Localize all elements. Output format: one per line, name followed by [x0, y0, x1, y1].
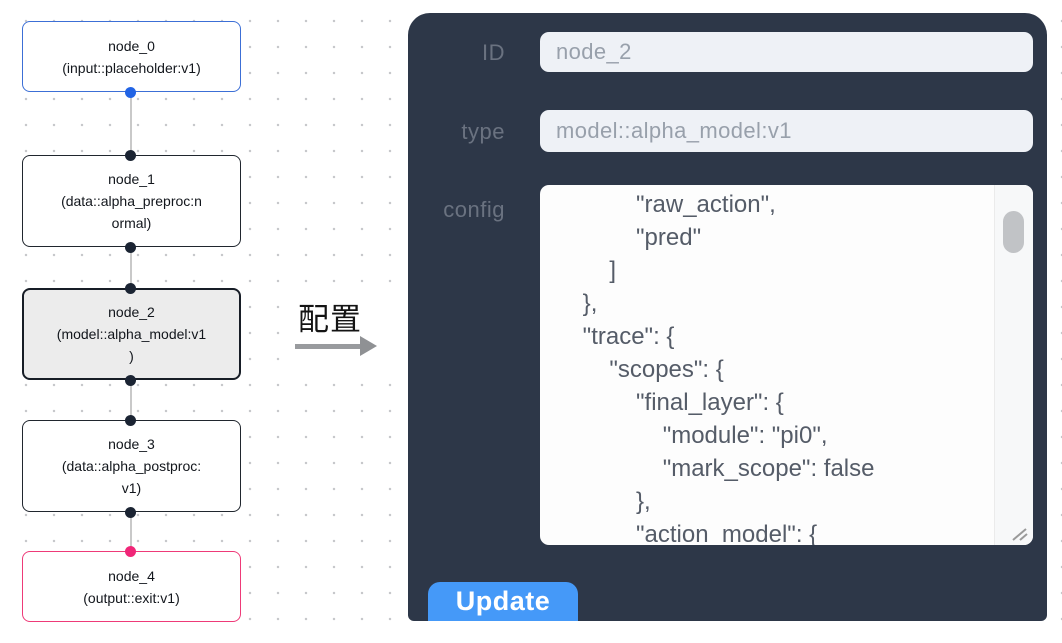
- config-editor[interactable]: "raw_action", "pred" ] }, "trace": { "sc…: [540, 185, 1033, 545]
- config-field-label: config: [443, 197, 505, 222]
- config-scrollbar-track[interactable]: [994, 185, 1033, 545]
- type-input[interactable]: [540, 110, 1033, 152]
- config-scrollbar-thumb[interactable]: [1003, 211, 1024, 253]
- port-node1-output[interactable]: [125, 242, 136, 253]
- edge-node0-node1: [130, 92, 132, 155]
- node-label: node_3 (data::alpha_postproc: v1): [61, 436, 202, 496]
- graph-node-node_4[interactable]: node_4 (output::exit:v1): [22, 551, 241, 622]
- port-node4-input[interactable]: [125, 546, 136, 557]
- graph-node-node_0[interactable]: node_0 (input::placeholder:v1): [22, 21, 241, 92]
- graph-node-node_1[interactable]: node_1 (data::alpha_preproc:n ormal): [22, 155, 241, 247]
- type-field-label: type: [461, 119, 505, 144]
- node-label: node_1 (data::alpha_preproc:n ormal): [61, 171, 202, 231]
- node-label: node_4 (output::exit:v1): [83, 567, 180, 606]
- textarea-resize-handle-icon[interactable]: [1007, 524, 1029, 542]
- node-label: node_0 (input::placeholder:v1): [62, 37, 201, 76]
- port-node3-output[interactable]: [125, 507, 136, 518]
- node-label: node_2 (model::alpha_model:v1 ): [56, 304, 207, 364]
- id-field-label: ID: [482, 40, 505, 65]
- edge-node3-node4: [130, 512, 132, 551]
- port-node1-input[interactable]: [125, 150, 136, 161]
- configure-annotation-label: 配置: [298, 302, 362, 337]
- port-node0-output[interactable]: [125, 87, 136, 98]
- graph-node-node_3[interactable]: node_3 (data::alpha_postproc: v1): [22, 420, 241, 512]
- port-node3-input[interactable]: [125, 415, 136, 426]
- right-arrow-icon: [360, 336, 377, 356]
- id-input[interactable]: [540, 32, 1033, 72]
- edge-node2-node3: [130, 380, 132, 420]
- config-json-text[interactable]: "raw_action", "pred" ] }, "trace": { "sc…: [582, 191, 875, 545]
- port-node2-output[interactable]: [125, 375, 136, 386]
- edge-node1-node2: [130, 247, 132, 288]
- graph-node-node_2-selected[interactable]: node_2 (model::alpha_model:v1 ): [22, 288, 241, 380]
- update-button[interactable]: Update: [428, 582, 578, 621]
- configure-annotation: 配置: [288, 292, 398, 370]
- port-node2-input[interactable]: [125, 283, 136, 294]
- right-arrow-shaft: [295, 344, 361, 349]
- node-config-panel: ID type config "raw_action", "pred" ] },…: [408, 13, 1047, 621]
